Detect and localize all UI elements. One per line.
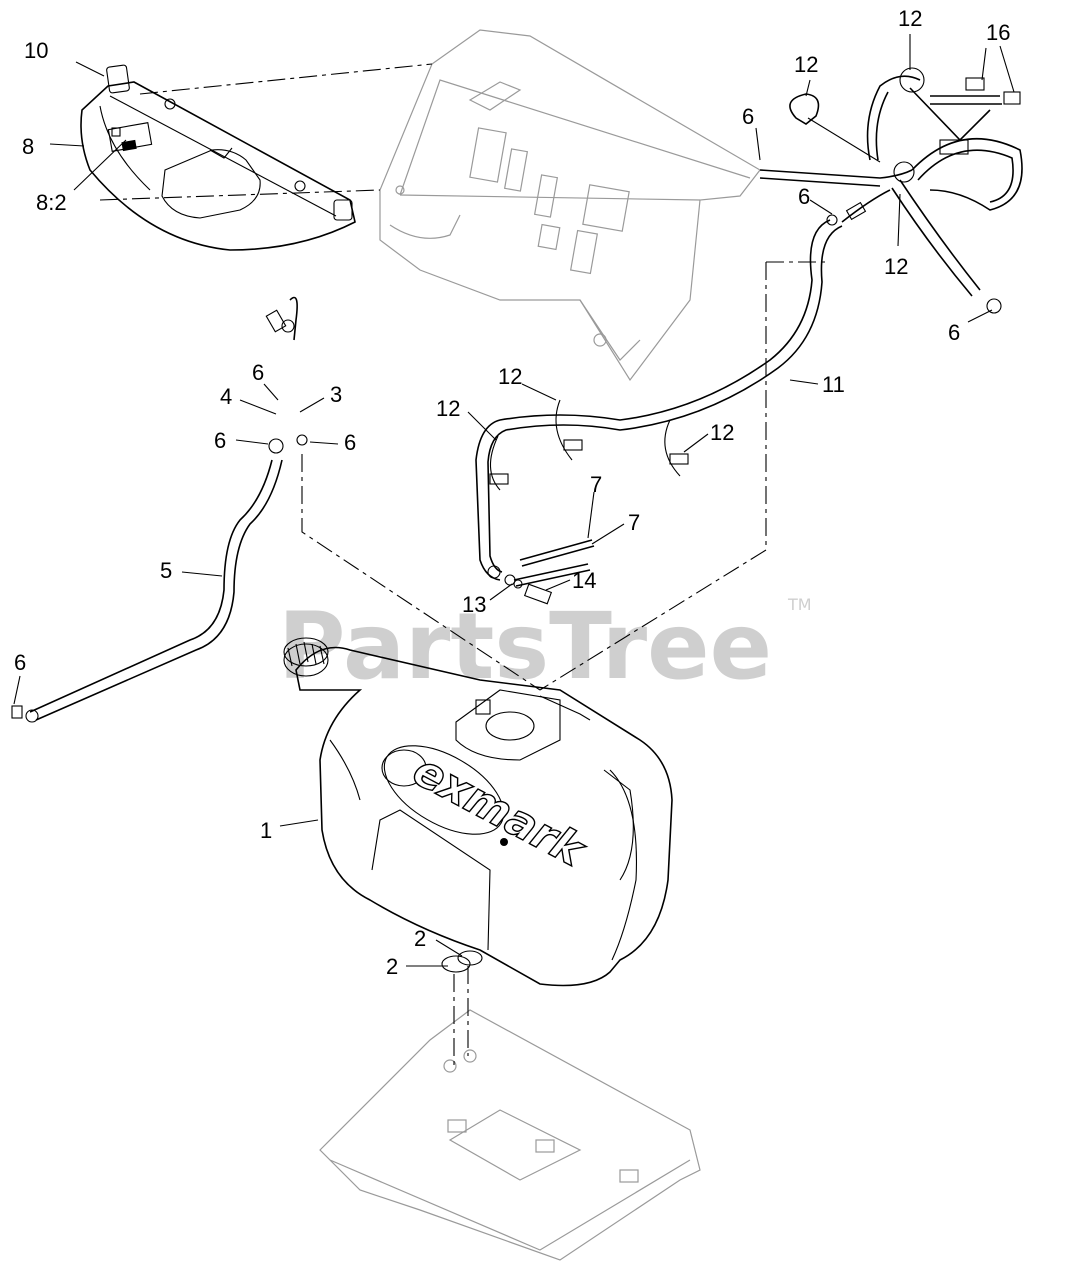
callout-2: 2 bbox=[414, 926, 426, 951]
callout-2: 2 bbox=[386, 954, 398, 979]
callout-5: 5 bbox=[160, 558, 172, 583]
callout-4: 4 bbox=[220, 384, 232, 409]
callout-7: 7 bbox=[590, 472, 602, 497]
callout-16: 16 bbox=[986, 20, 1010, 45]
callout-6: 6 bbox=[214, 428, 226, 453]
watermark-trademark: TM bbox=[787, 595, 812, 614]
callout-1: 1 bbox=[260, 818, 272, 843]
callout-labels: 10 8 8:2 12 12 16 6 6 12 6 11 6 4 3 6 6 … bbox=[14, 6, 1010, 979]
callout-6: 6 bbox=[14, 650, 26, 675]
exmark-logo: exmark bbox=[405, 745, 594, 878]
floor-pan bbox=[319, 966, 701, 1261]
callout-12: 12 bbox=[436, 396, 460, 421]
callout-6: 6 bbox=[344, 430, 356, 455]
callout-12: 12 bbox=[710, 420, 734, 445]
frame-outline bbox=[379, 29, 761, 382]
callout-8: 8 bbox=[22, 134, 34, 159]
callout-10: 10 bbox=[24, 38, 48, 63]
callout-11: 11 bbox=[822, 372, 845, 397]
watermark-text: PartsTree bbox=[278, 593, 772, 700]
zip-tie-part-12-top bbox=[789, 93, 881, 163]
callout-6: 6 bbox=[948, 320, 960, 345]
hose-part-11 bbox=[475, 189, 891, 581]
callout-leaders bbox=[13, 34, 1015, 967]
callout-12: 12 bbox=[794, 52, 818, 77]
callout-8-2: 8:2 bbox=[36, 190, 67, 215]
callout-12: 12 bbox=[498, 364, 522, 389]
callout-12: 12 bbox=[884, 254, 908, 279]
callout-6: 6 bbox=[798, 184, 810, 209]
small-parts-7-13-14 bbox=[504, 539, 595, 605]
callout-13: 13 bbox=[462, 592, 486, 617]
callout-3: 3 bbox=[330, 382, 342, 407]
cover-panel-part-8 bbox=[80, 64, 356, 251]
hose-bundle bbox=[759, 67, 1023, 314]
hose-part-5 bbox=[11, 296, 308, 723]
assembly-leader-lines bbox=[99, 63, 830, 691]
callout-7: 7 bbox=[628, 510, 640, 535]
callout-6: 6 bbox=[252, 360, 264, 385]
callout-12: 12 bbox=[898, 6, 922, 31]
callout-14: 14 bbox=[572, 568, 596, 593]
callout-6: 6 bbox=[742, 104, 754, 129]
